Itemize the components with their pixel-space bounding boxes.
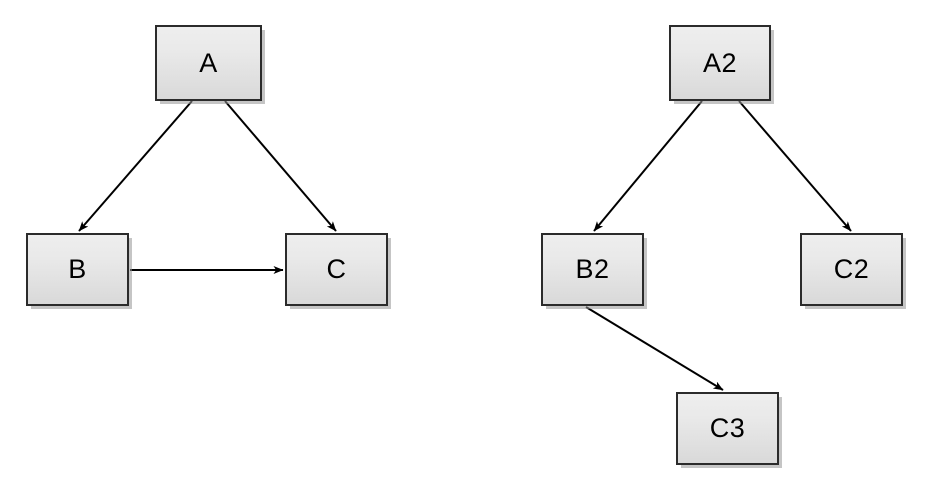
- edge-a2-to-c2: [738, 100, 852, 232]
- node-c2[interactable]: C2: [800, 233, 903, 306]
- node-label-b: B: [68, 254, 87, 284]
- node-label-a2: A2: [702, 47, 738, 78]
- node-label-c3: C3: [709, 413, 746, 443]
- node-a2[interactable]: A2: [669, 25, 771, 101]
- edge-a-to-b: [78, 100, 193, 232]
- node-a[interactable]: A: [155, 25, 262, 101]
- node-c3[interactable]: C3: [676, 392, 779, 465]
- node-label-c: C: [326, 254, 347, 284]
- node-b[interactable]: B: [26, 233, 129, 306]
- edge-b2-to-c3: [585, 306, 724, 391]
- node-c[interactable]: C: [285, 233, 388, 306]
- node-label-a: A: [199, 47, 218, 78]
- edge-a-to-c: [224, 100, 337, 232]
- node-b2[interactable]: B2: [541, 233, 644, 306]
- edge-a2-to-b2: [593, 100, 703, 232]
- node-label-b2: B2: [575, 254, 610, 284]
- node-label-c2: C2: [833, 254, 870, 284]
- edge-group: [78, 100, 852, 391]
